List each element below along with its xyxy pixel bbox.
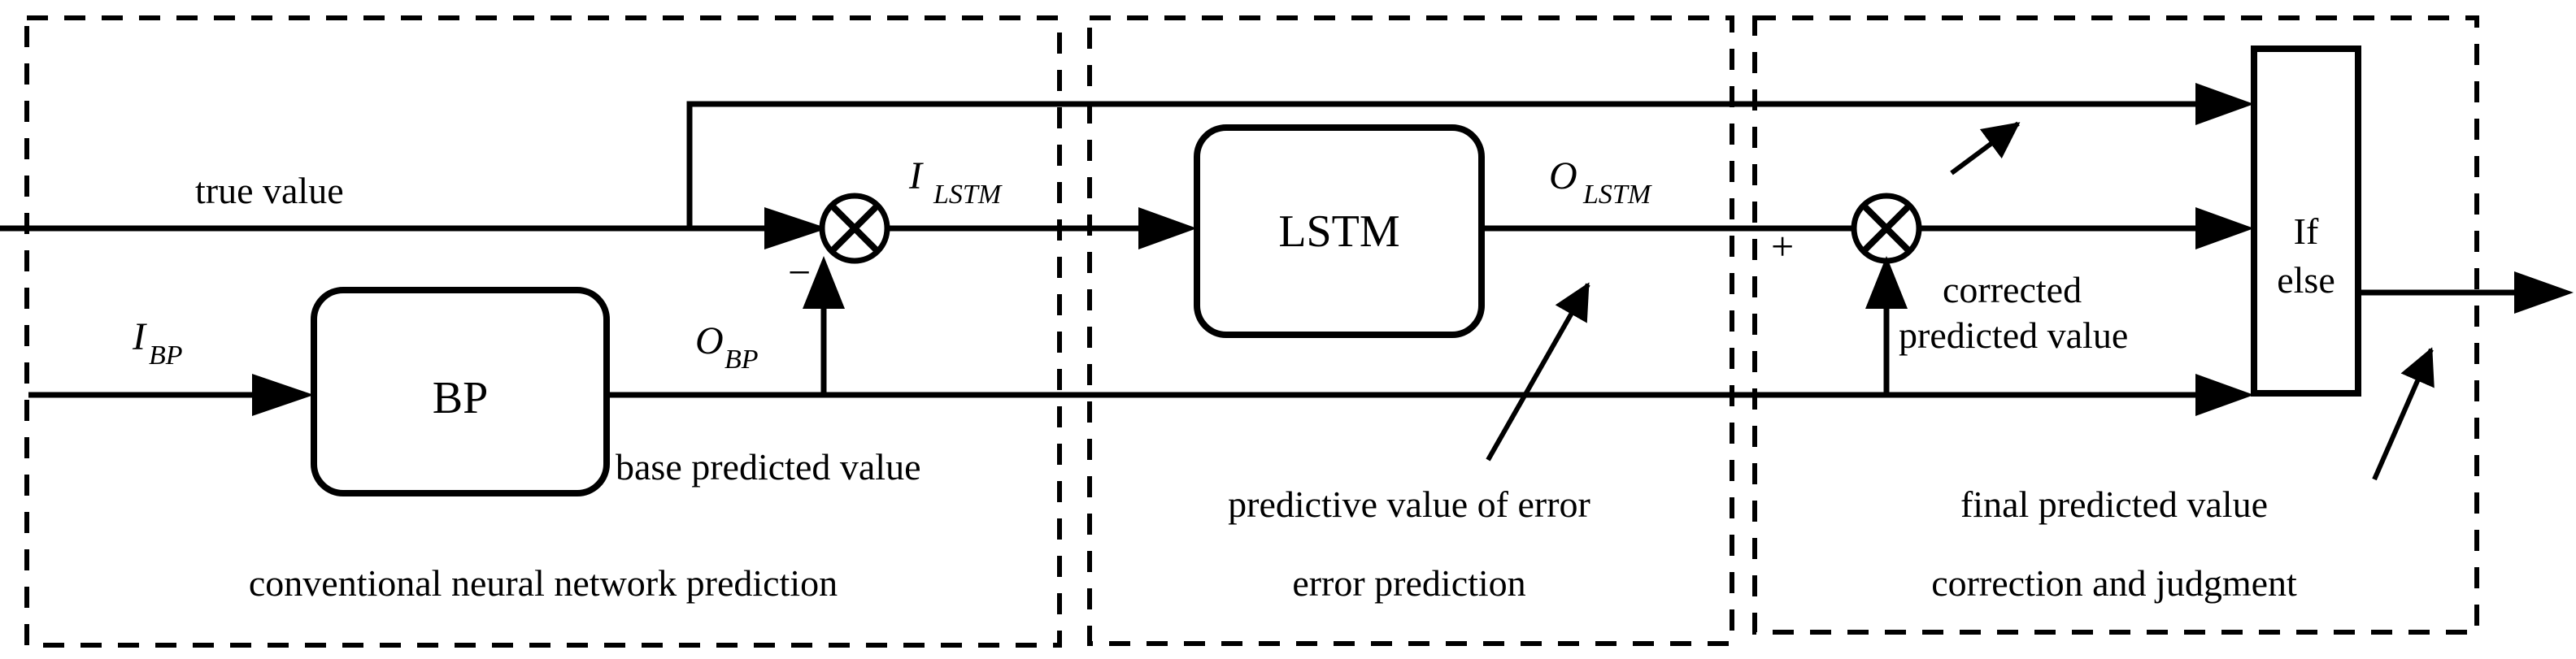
arrow-head-icon: [2195, 374, 2254, 416]
corrected-predicted-value-leader: [1950, 121, 2021, 176]
i-lstm-label-base: I: [908, 154, 924, 197]
panel-left-caption: conventional neural network prediction: [249, 562, 838, 604]
panel-middle-caption: error prediction: [1292, 562, 1525, 604]
if-else-label-else: else: [2277, 259, 2335, 301]
predictive-value-of-error-leader: [1486, 282, 1590, 462]
bp-block-label: BP: [433, 373, 489, 423]
crossed-circle-icon: [1861, 203, 1912, 254]
true-value-label: true value: [195, 170, 344, 211]
arrow-head-icon: [764, 207, 828, 249]
corrected-predicted-value-line1: corrected: [1943, 269, 2082, 310]
i-bp-label-subscript: BP: [149, 340, 183, 371]
final-predicted-value-label: final predicted value: [1960, 483, 2268, 525]
arrow-head-icon: [803, 256, 845, 309]
arrow-head-icon: [252, 374, 314, 416]
panel-right-caption: correction and judgment: [1931, 562, 2297, 604]
if-else-block-outline: [2251, 46, 2361, 397]
i-lstm-label-subscript: LSTM: [933, 180, 1003, 210]
minus-sign-label: −: [788, 249, 811, 295]
corrected-predicted-value-line2: predicted value: [1899, 314, 2128, 356]
o-lstm-label-subscript: LSTM: [1582, 180, 1652, 210]
base-predicted-value-label: base predicted value: [616, 446, 920, 488]
o-bp-label-subscript: BP: [724, 345, 759, 375]
crossed-circle-icon: [829, 203, 880, 254]
arrow-head-icon: [1138, 207, 1197, 249]
arrow-head-icon: [2514, 271, 2574, 314]
plus-sign-label: +: [1771, 223, 1794, 269]
arrow-head-icon: [2195, 83, 2254, 125]
if-else-label-if: If: [2294, 210, 2319, 252]
true-value-feedback-line: [686, 101, 2195, 228]
o-bp-label-base: O: [695, 319, 724, 362]
arrow-head-icon: [2195, 207, 2254, 249]
predictive-value-of-error-label: predictive value of error: [1228, 483, 1590, 525]
panel-middle-border: [1087, 15, 1734, 646]
final-predicted-value-leader: [2372, 347, 2435, 481]
bp-block[interactable]: [311, 287, 610, 496]
o-lstm-label-base: O: [1549, 154, 1577, 197]
panel-left-border: [24, 15, 1062, 648]
lstm-block-label: LSTM: [1278, 206, 1399, 257]
arrow-head-icon: [1865, 256, 1908, 309]
i-bp-label-base: I: [132, 315, 147, 358]
panel-right-border: [1752, 15, 2479, 635]
